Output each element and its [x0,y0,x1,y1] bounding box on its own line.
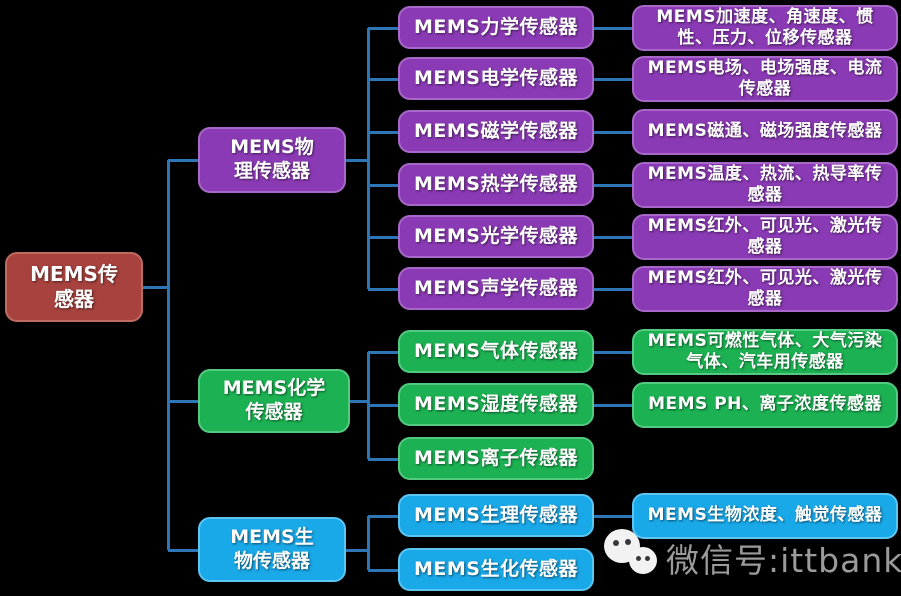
connector-line [594,131,632,134]
connector-line [368,569,398,572]
subtype-node: MEMS电学传感器 [398,57,594,100]
connector-line [368,184,398,187]
root-node: MEMS传感器 [5,252,143,322]
detail-node: MEMS可燃性气体、大气污染气体、汽车用传感器 [632,329,898,375]
subtype-node: MEMS磁学传感器 [398,110,594,153]
connector-line [594,236,632,239]
subtype-node: MEMS离子传感器 [398,437,594,480]
wechat-icon-eye [636,556,641,561]
detail-node: MEMS加速度、角速度、惯性、压力、位移传感器 [632,5,898,51]
detail-node: MEMS电场、电场强度、电流传感器 [632,56,898,102]
connector-line [168,549,198,552]
connector-line [143,286,168,289]
connector-line [594,515,632,518]
connector-line [368,131,398,134]
connector-line [167,160,170,550]
connector-line [594,288,632,291]
connector-line [168,400,198,403]
connector-line [368,27,398,30]
wechat-icon-eye [625,539,631,545]
subtype-node: MEMS热学传感器 [398,163,594,206]
connector-line [368,236,398,239]
connector-line [368,288,398,291]
connector-line [594,351,632,354]
category-node-chemical: MEMS化学传感器 [198,369,350,433]
connector-line [168,159,198,162]
wechat-icon-eye [645,556,650,561]
connector-line [368,78,398,81]
connector-line [594,27,632,30]
subtype-node: MEMS气体传感器 [398,330,594,373]
detail-node: MEMS生物浓度、触觉传感器 [632,493,898,539]
subtype-node: MEMS力学传感器 [398,6,594,49]
wechat-icon-small-bubble [629,547,657,574]
connector-line [594,404,632,407]
subtype-node: MEMS湿度传感器 [398,383,594,426]
detail-node: MEMS磁通、磁场强度传感器 [632,109,898,155]
wechat-icon [604,529,640,563]
connector-line [594,184,632,187]
subtype-node: MEMS生化传感器 [398,548,594,591]
watermark-text: 微信号:ittbank [666,541,901,580]
connector-line [346,549,368,552]
connector-line [368,351,398,354]
detail-node: MEMS红外、可见光、激光传感器 [632,266,898,312]
subtype-node: MEMS生理传感器 [398,494,594,537]
detail-node: MEMS温度、热流、热导率传感器 [632,162,898,208]
wechat-icon-eye [613,540,619,546]
detail-node: MEMS PH、离子浓度传感器 [632,382,898,428]
category-node-biological: MEMS生物传感器 [198,517,346,582]
connector-line [367,28,370,289]
subtype-node: MEMS声学传感器 [398,267,594,310]
connector-line [594,78,632,81]
connector-line [368,404,398,407]
watermark: 微信号:ittbank [598,518,901,594]
subtype-node: MEMS光学传感器 [398,215,594,258]
category-node-physical: MEMS物理传感器 [198,127,346,193]
connector-line [368,458,398,461]
connector-line [367,516,370,570]
connector-line [350,400,368,403]
detail-node: MEMS红外、可见光、激光传感器 [632,214,898,260]
connector-line [368,515,398,518]
connector-line [346,159,368,162]
